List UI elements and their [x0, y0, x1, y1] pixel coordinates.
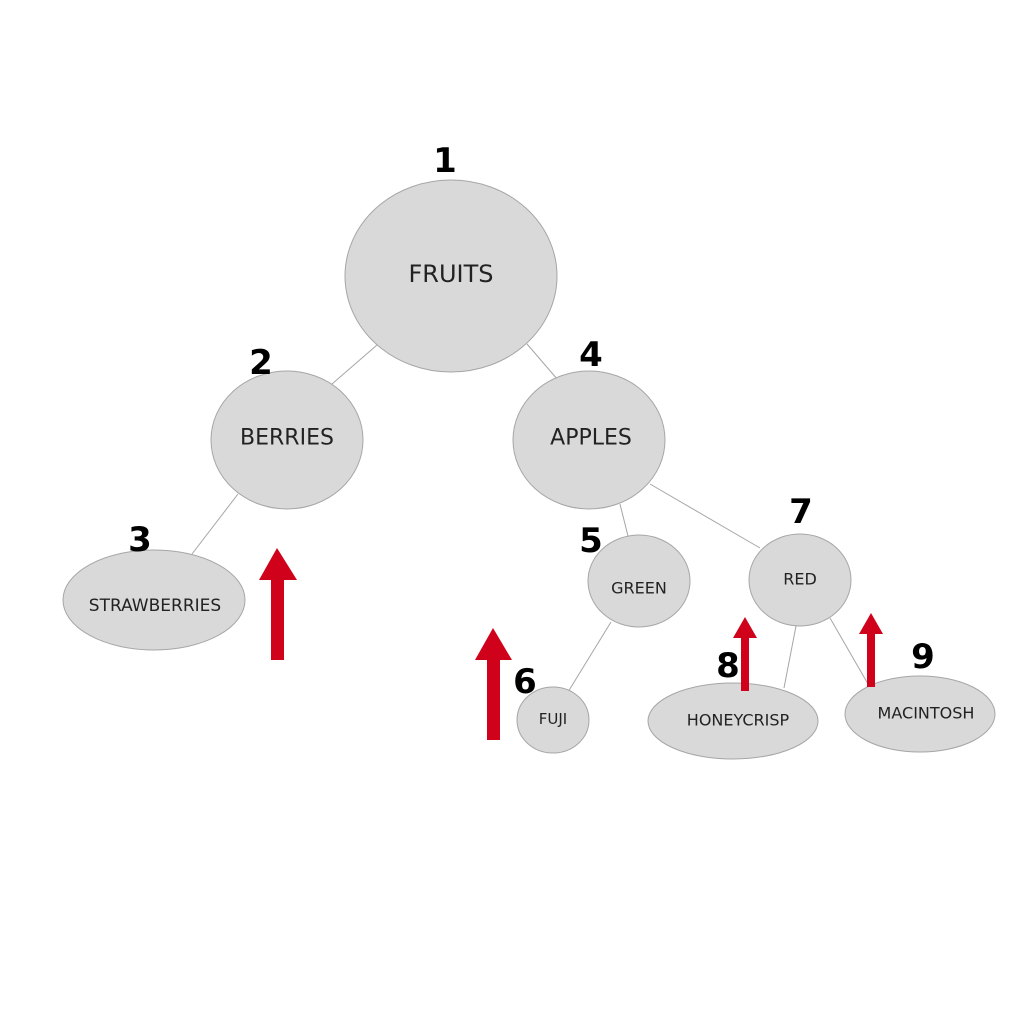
order-number-strawberries: 3: [128, 520, 152, 560]
node-label-green: GREEN: [611, 579, 667, 598]
up-arrow-1: [259, 548, 297, 660]
edge-apples-red: [649, 483, 761, 549]
order-number-fruits: 1: [433, 141, 457, 181]
order-number-apples: 4: [579, 335, 603, 375]
node-fruits: FRUITS: [344, 179, 558, 373]
edge-green-fuji: [567, 621, 612, 693]
node-label-fuji: FUJI: [539, 710, 567, 728]
order-number-green: 5: [579, 521, 603, 561]
node-label-macintosh: MACINTOSH: [878, 704, 975, 723]
node-label-red: RED: [783, 570, 817, 589]
order-number-red: 7: [789, 492, 813, 532]
order-number-berries: 2: [249, 343, 273, 383]
edge-fruits-apples: [526, 343, 559, 381]
edge-fruits-berries: [331, 344, 378, 385]
node-label-strawberries: STRAWBERRIES: [89, 596, 221, 616]
node-label-berries: BERRIES: [240, 426, 334, 451]
up-arrow-4: [859, 613, 883, 687]
node-berries: BERRIES: [210, 370, 364, 510]
edges: [191, 343, 869, 693]
node-label-apples: APPLES: [550, 426, 632, 451]
node-label-honeycrisp: HONEYCRISP: [687, 711, 790, 730]
up-arrow-3: [733, 617, 757, 691]
order-number-macintosh: 9: [911, 637, 935, 677]
node-label-fruits: FRUITS: [408, 260, 493, 288]
node-macintosh: MACINTOSH: [844, 675, 996, 753]
node-green: GREEN: [587, 534, 691, 628]
node-strawberries: STRAWBERRIES: [62, 549, 246, 651]
edge-berries-strawberries: [191, 493, 239, 555]
node-apples: APPLES: [512, 370, 666, 510]
order-number-honeycrisp: 8: [716, 646, 740, 686]
up-arrow-2: [475, 628, 512, 740]
order-number-fuji: 6: [513, 662, 537, 702]
node-red: RED: [748, 533, 852, 627]
node-honeycrisp: HONEYCRISP: [647, 682, 819, 760]
edge-red-macintosh: [829, 617, 869, 685]
edge-red-honeycrisp: [783, 625, 797, 689]
edge-apples-green: [619, 503, 629, 537]
node-fuji: FUJI: [516, 686, 590, 754]
